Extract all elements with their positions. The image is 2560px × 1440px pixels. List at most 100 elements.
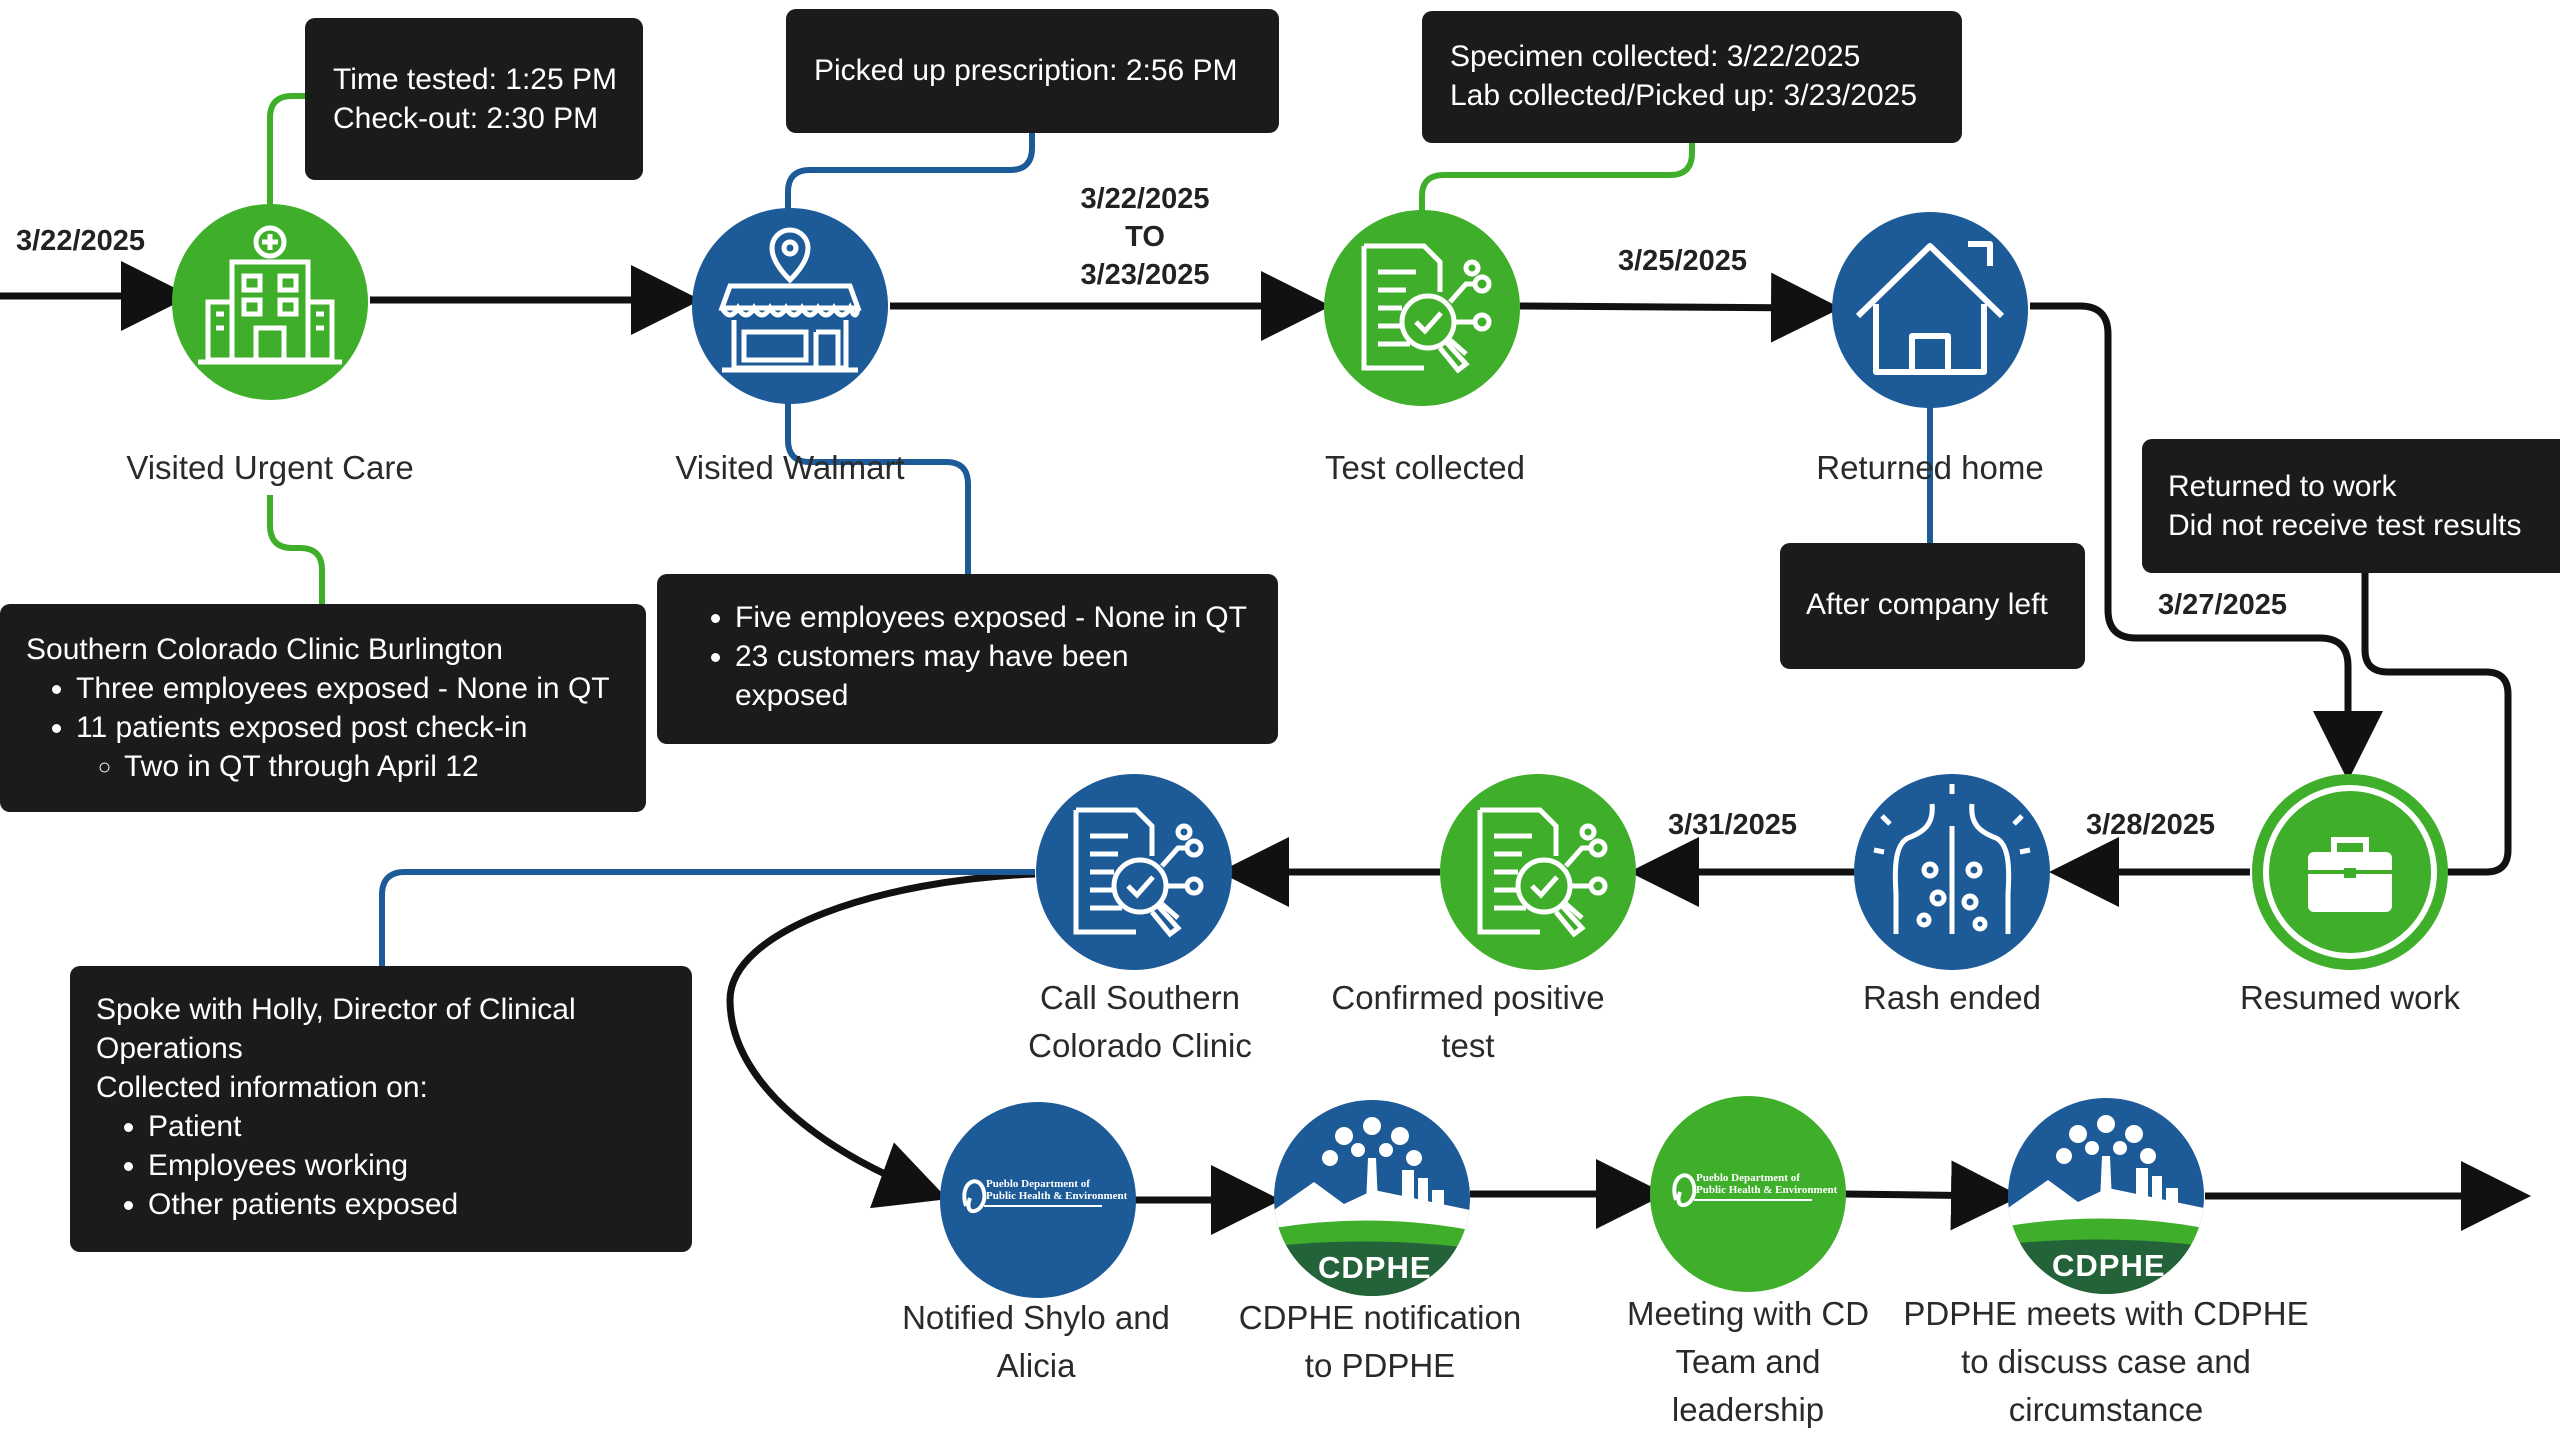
urgent-times-box: Time tested: 1:25 PM Check-out: 2:30 PM bbox=[305, 18, 643, 180]
date-label: 3/22/2025 bbox=[16, 225, 146, 257]
label-line: Team and bbox=[1675, 1343, 1821, 1380]
label-line: test bbox=[1441, 1027, 1495, 1064]
logo-line: Public Health & Environment bbox=[1696, 1184, 1838, 1196]
cdphe-logo-text: CDPHE bbox=[2052, 1248, 2166, 1283]
node-label: CDPHE notification to PDPHE bbox=[1180, 1294, 1580, 1390]
document-check-icon bbox=[1073, 807, 1204, 938]
label-line: circumstance bbox=[2008, 1391, 2204, 1428]
node-label: Visited Walmart bbox=[675, 449, 905, 486]
label-line: Meeting with CD bbox=[1626, 1295, 1870, 1332]
specimen-box: Specimen collected: 3/22/2025 Lab collec… bbox=[1422, 11, 1962, 143]
label-line: PDPHE meets with CDPHE bbox=[1903, 1295, 2309, 1332]
box-line: Picked up prescription: 2:56 PM bbox=[814, 54, 1238, 87]
label-line: leadership bbox=[1671, 1391, 1825, 1428]
cdphe-logo bbox=[1274, 1117, 1470, 1296]
bullet-item: Other patients exposed bbox=[148, 1185, 692, 1224]
date-line: 3/23/2025 bbox=[1080, 259, 1210, 291]
blue-connector bbox=[785, 132, 1035, 215]
bullet-text: 11 patients exposed post check-in bbox=[76, 711, 528, 744]
box-line: After company left bbox=[1806, 588, 2048, 621]
bullet-list: Five employees exposed - None in QT 23 c… bbox=[657, 598, 1278, 715]
label-line: CDPHE notification bbox=[1238, 1299, 1522, 1336]
date-label: 3/27/2025 bbox=[2158, 589, 2288, 621]
bullet-item: Three employees exposed - None in QT bbox=[76, 669, 646, 708]
briefcase-icon bbox=[2263, 785, 2437, 959]
label-line: Notified Shylo and bbox=[902, 1299, 1170, 1336]
cdphe-logo bbox=[2008, 1115, 2204, 1294]
label-line: Colorado Clinic bbox=[1028, 1027, 1252, 1064]
returned-work-box: Returned to work Did not receive test re… bbox=[2142, 439, 2560, 573]
pdphe-meets-node: CDPHE bbox=[2008, 1098, 2204, 1294]
meeting-cd-node: Pueblo Department of Public Health & Env… bbox=[1650, 1096, 1846, 1292]
node-label: Returned home bbox=[1816, 449, 2044, 486]
green-connector bbox=[267, 93, 308, 210]
node-label: Confirmed positive test bbox=[1268, 974, 1668, 1070]
label-line: to PDPHE bbox=[1304, 1347, 1456, 1384]
flow-arrow bbox=[2030, 302, 2383, 781]
pdphe-logo bbox=[1672, 1173, 1812, 1208]
node-label: Resumed work bbox=[2239, 979, 2461, 1016]
node-label: Visited Urgent Care bbox=[126, 449, 414, 486]
node-label: Call Southern Colorado Clinic bbox=[940, 974, 1340, 1070]
box-line: Operations bbox=[96, 1032, 243, 1065]
bullet-list: Patient Employees working Other patients… bbox=[96, 1107, 692, 1224]
box-line: Returned to work bbox=[2168, 470, 2397, 503]
box-line: Did not receive test results bbox=[2168, 509, 2522, 542]
walmart-exposure-box: Five employees exposed - None in QT 23 c… bbox=[657, 574, 1278, 744]
pdphe-logo-text: Pueblo Department of Public Health & Env… bbox=[1696, 1172, 1837, 1196]
document-check-icon bbox=[1477, 807, 1608, 938]
node-label: Test collected bbox=[1325, 449, 1525, 486]
bullet-item: Employees working bbox=[148, 1146, 692, 1185]
bullet-item: Patient bbox=[148, 1107, 692, 1146]
node-label: Notified Shylo and Alicia bbox=[836, 1294, 1236, 1390]
flow-arrow bbox=[726, 870, 1036, 1209]
node-label: Meeting with CD Team and leadership bbox=[1548, 1290, 1948, 1434]
box-line: Spoke with Holly, Director of Clinical bbox=[96, 993, 576, 1026]
sub-bullet-list: Two in QT through April 12 bbox=[76, 747, 646, 786]
body-rash-icon bbox=[1873, 784, 2031, 934]
cdphe-logo-text: CDPHE bbox=[1318, 1250, 1432, 1285]
logo-line: Public Health & Environment bbox=[986, 1190, 1128, 1202]
logo-line: Pueblo Department of bbox=[1696, 1172, 1800, 1184]
node-label: PDPHE meets with CDPHE to discuss case a… bbox=[1856, 1290, 2356, 1434]
box-line: Check-out: 2:30 PM bbox=[333, 102, 599, 135]
confirmed-positive-node bbox=[1440, 774, 1636, 970]
label-line: to discuss case and bbox=[1961, 1343, 2251, 1380]
date-label: 3/28/2025 bbox=[2086, 809, 2216, 841]
flow-arrow bbox=[1519, 272, 1841, 343]
logo-line: Pueblo Department of bbox=[986, 1178, 1090, 1190]
box-line: Specimen collected: 3/22/2025 bbox=[1450, 40, 1861, 73]
cdphe-notification-node: CDPHE bbox=[1274, 1100, 1470, 1296]
blue-connector bbox=[379, 869, 1035, 968]
green-connector bbox=[267, 495, 325, 605]
document-check-icon bbox=[1361, 243, 1492, 374]
box-line: Lab collected/Picked up: 3/23/2025 bbox=[1450, 79, 1918, 112]
flow-connector bbox=[2361, 570, 2512, 876]
flow-arrow bbox=[1842, 1160, 2021, 1231]
date-label: 3/25/2025 bbox=[1618, 245, 1748, 277]
bullet-item: Five employees exposed - None in QT bbox=[735, 598, 1278, 637]
pdphe-logo bbox=[962, 1179, 1102, 1214]
pdphe-logo-text: Pueblo Department of Public Health & Env… bbox=[986, 1178, 1127, 1202]
bullet-text: 23 customers may have been bbox=[735, 640, 1129, 673]
date-label: 3/31/2025 bbox=[1668, 809, 1798, 841]
label-line: Confirmed positive bbox=[1331, 979, 1605, 1016]
returned-home-node bbox=[1832, 212, 2028, 408]
label-line: Alicia bbox=[996, 1347, 1076, 1384]
prescription-box: Picked up prescription: 2:56 PM bbox=[786, 9, 1279, 133]
clinic-burlington-box: Southern Colorado Clinic Burlington Thre… bbox=[0, 604, 646, 812]
node-label: Rash ended bbox=[1863, 979, 2041, 1016]
box-line: Time tested: 1:25 PM bbox=[333, 63, 618, 96]
date-label: 3/22/2025 TO 3/23/2025 bbox=[1040, 180, 1250, 294]
house-icon bbox=[1855, 241, 2005, 375]
green-connector bbox=[1419, 142, 1695, 215]
test-collected-node bbox=[1324, 210, 1520, 406]
after-company-box: After company left bbox=[1780, 543, 2085, 669]
hospital-icon bbox=[198, 225, 342, 365]
call-clinic-node bbox=[1036, 774, 1232, 970]
label-line: Call Southern bbox=[1040, 979, 1240, 1016]
walmart-node bbox=[692, 208, 888, 404]
